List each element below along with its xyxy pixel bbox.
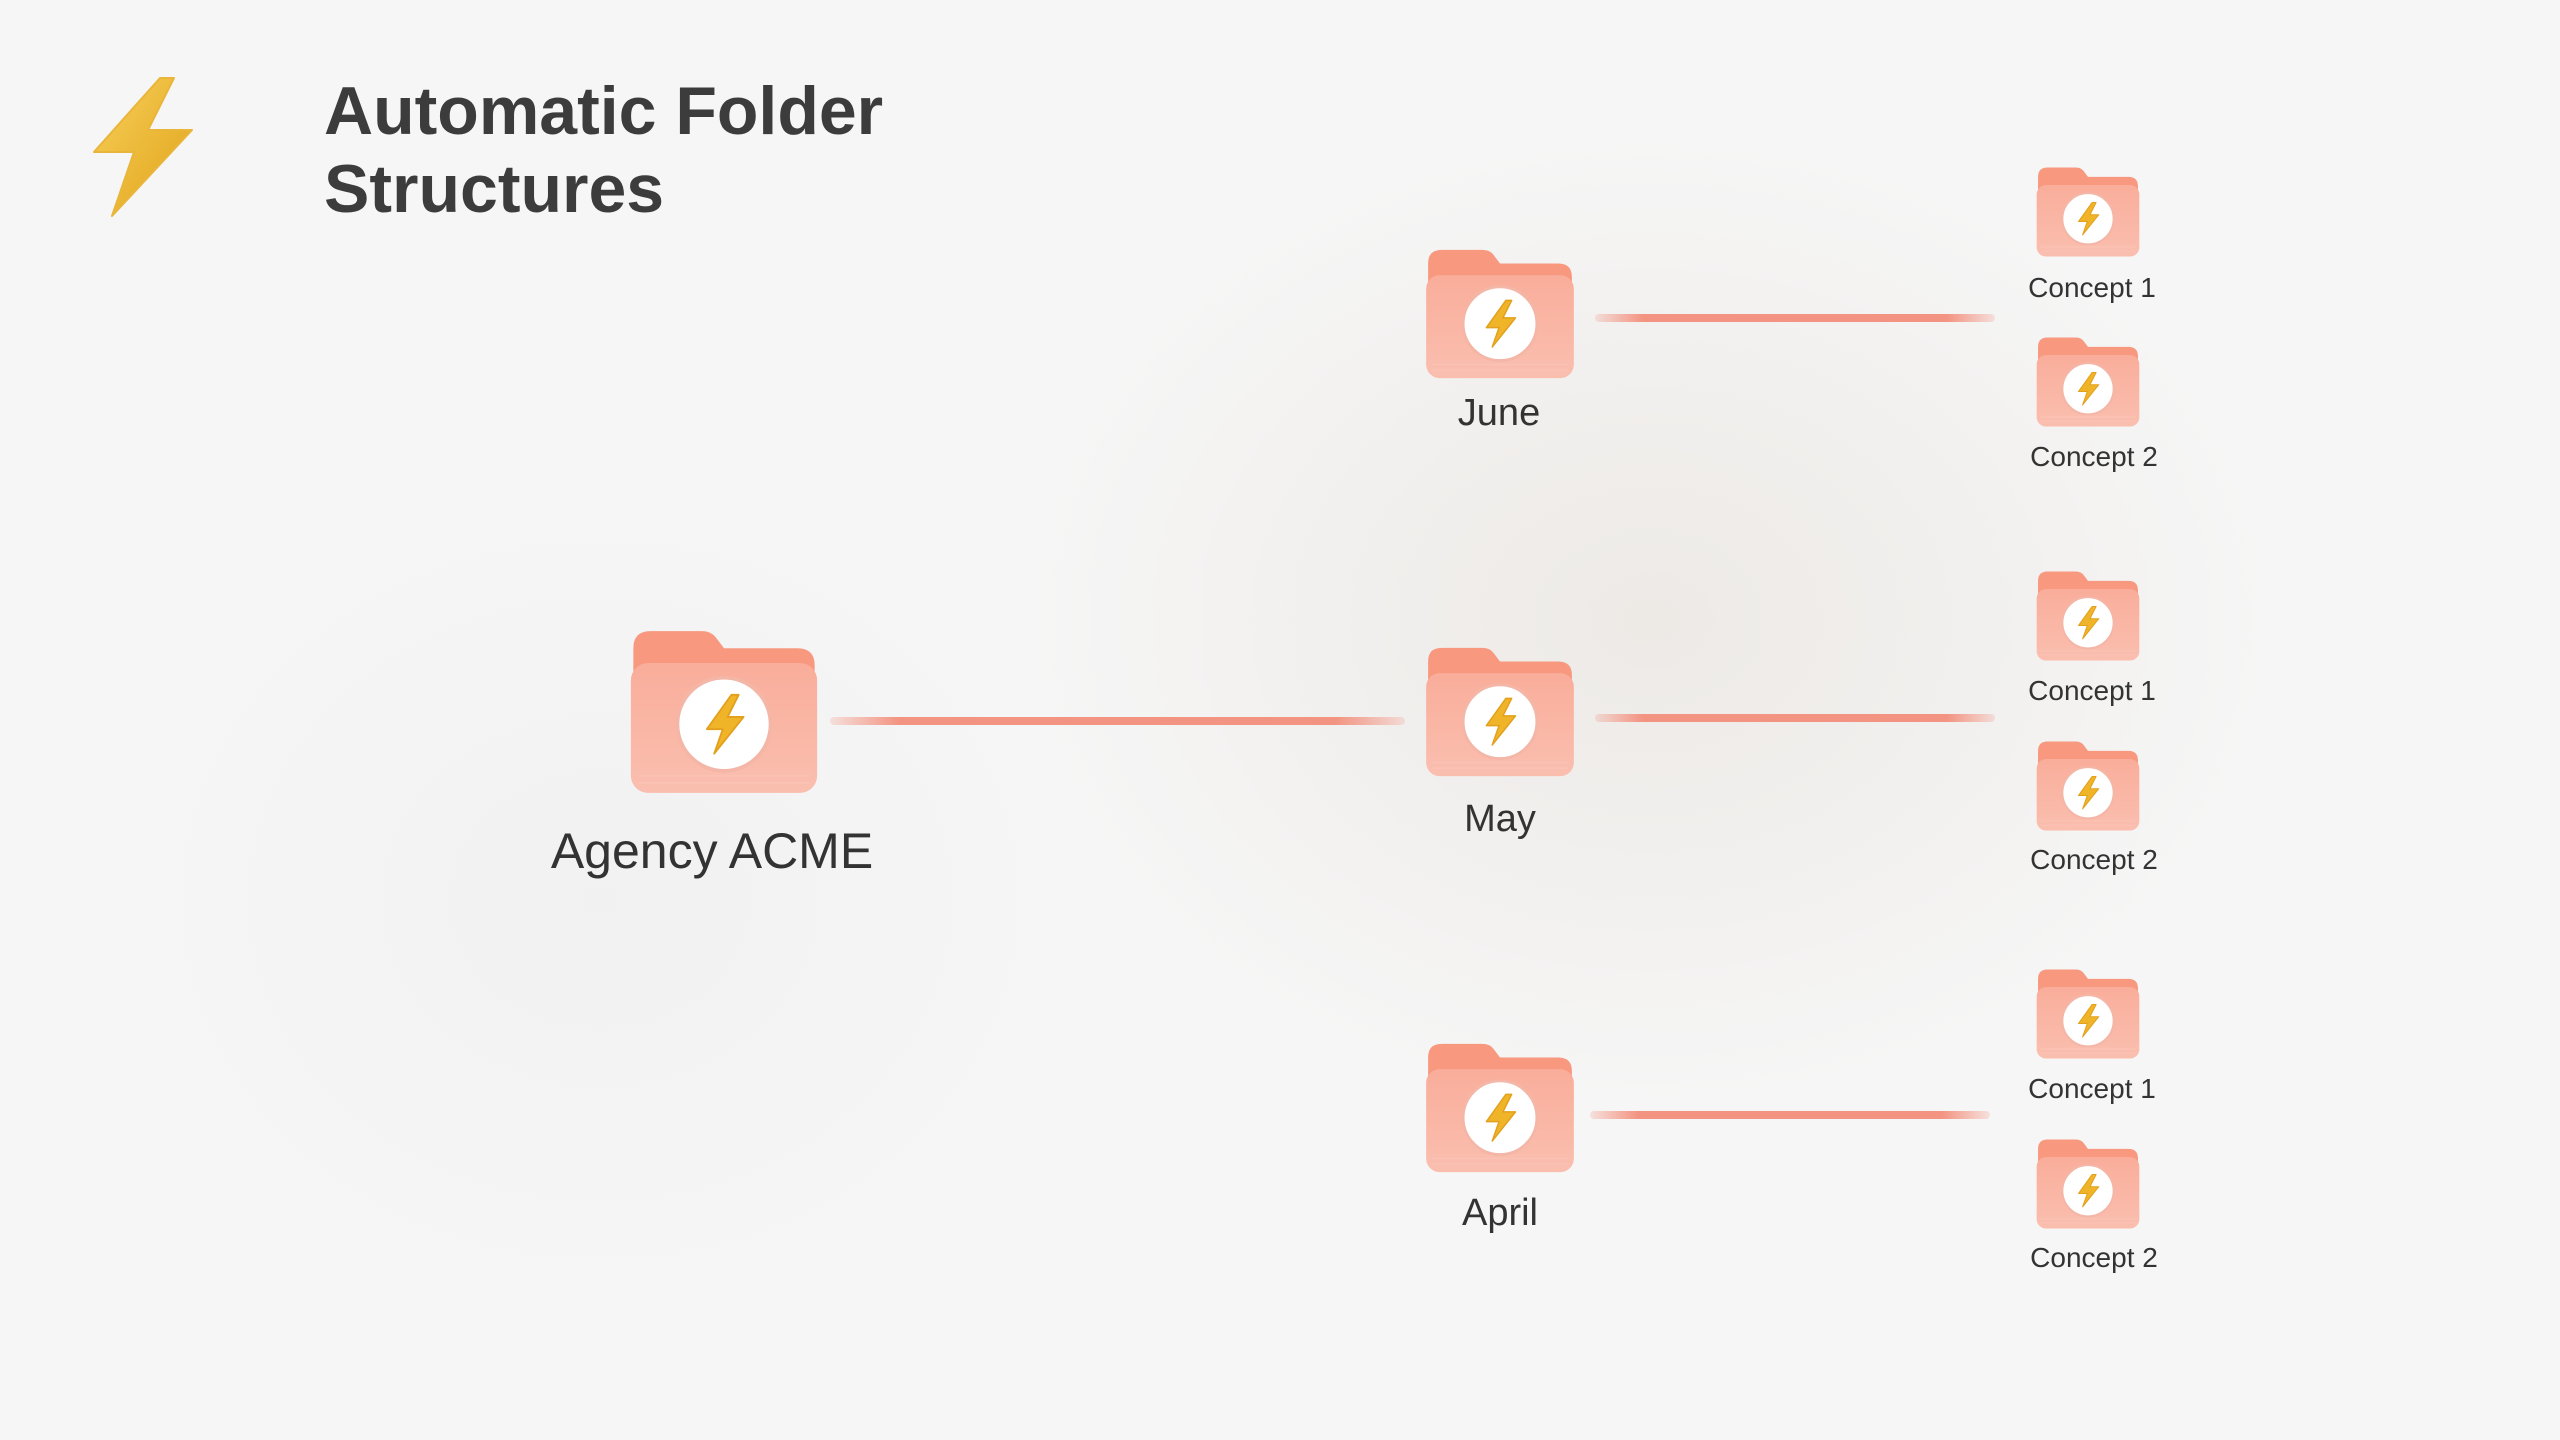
folder-icon[interactable] [1422, 644, 1578, 780]
folder-icon[interactable] [2034, 568, 2142, 664]
concept-folder-label: Concept 1 [2028, 675, 2156, 706]
concept-folder-label: Concept 2 [2030, 1242, 2158, 1273]
concept-folder-label: Concept 1 [2028, 272, 2156, 303]
folder-icon[interactable] [2034, 966, 2142, 1062]
connector-june-concepts [1595, 314, 1995, 322]
concept-folder-label: Concept 2 [2030, 844, 2158, 875]
folder-icon[interactable] [1422, 1040, 1578, 1176]
folder-icon[interactable] [2034, 334, 2142, 430]
connector-may-concepts [1595, 714, 1995, 722]
root-folder-label: Agency ACME [550, 823, 874, 879]
folder-icon[interactable] [2034, 738, 2142, 834]
folder-icon[interactable] [2034, 164, 2142, 260]
connector-root-may [830, 717, 1405, 725]
page-title: Automatic Folder Structures [324, 73, 884, 227]
folder-icon[interactable] [626, 626, 822, 798]
header: Automatic Folder Structures [82, 72, 883, 227]
month-folder-label: May [1464, 798, 1536, 840]
month-folder-label: April [1461, 1192, 1539, 1234]
folder-icon[interactable] [2034, 1136, 2142, 1232]
connector-april-concepts [1590, 1111, 1990, 1119]
concept-folder-label: Concept 1 [2028, 1073, 2156, 1104]
folder-icon[interactable] [1422, 246, 1578, 382]
lightning-bolt-icon [93, 77, 193, 217]
concept-folder-label: Concept 2 [2030, 441, 2158, 472]
month-folder-label: June [1457, 392, 1541, 434]
